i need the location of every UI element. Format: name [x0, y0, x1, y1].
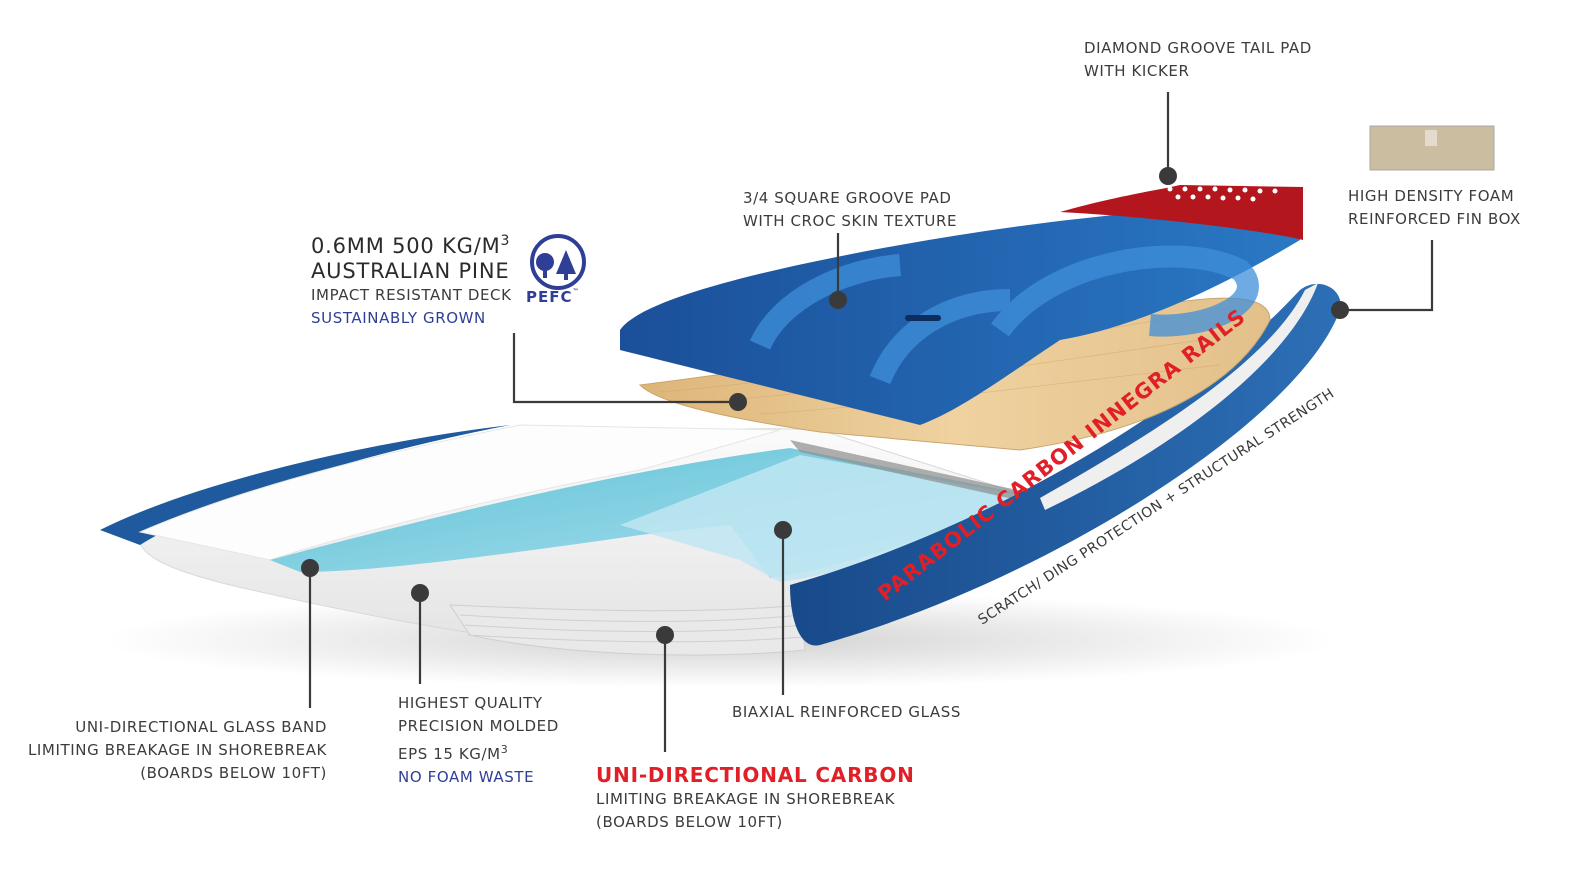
- groove-pad-line-2: WITH CROC SKIN TEXTURE: [743, 212, 958, 230]
- carbon-strip-lines: [459, 614, 805, 643]
- carbon-label: UNI-DIRECTIONAL CARBON LIMITING BREAKAGE…: [596, 762, 915, 834]
- leader-dots: [301, 167, 1349, 644]
- tail-pad-diamonds: [1167, 186, 1278, 202]
- parabolic-rail: [790, 283, 1341, 646]
- pine-material: AUSTRALIAN PINE: [311, 259, 510, 283]
- pefc-logo: [530, 227, 593, 290]
- pefc-wordmark: PEFC™: [526, 288, 580, 306]
- tail-pad-line-1: DIAMOND GROOVE TAIL PAD: [1084, 39, 1312, 57]
- carbon-line-1: LIMITING BREAKAGE IN SHOREBREAK: [596, 790, 896, 808]
- pine-deck-label: 0.6MM 500 KG/M3 AUSTRALIAN PINE IMPACT R…: [311, 229, 512, 330]
- rail-inner-foam: [1040, 283, 1318, 510]
- glass-band-line-3: (BOARDS BELOW 10FT): [140, 764, 327, 782]
- fin-box-slot: [1425, 130, 1437, 146]
- tail-pad: [1060, 185, 1303, 240]
- glass-band-line-1: UNI-DIRECTIONAL GLASS BAND: [75, 718, 327, 736]
- pine-sustainable: SUSTAINABLY GROWN: [311, 309, 486, 327]
- eps-line-2: PRECISION MOLDED: [398, 717, 559, 735]
- leader-lines: [308, 92, 1434, 752]
- tail-pad-line-2: WITH KICKER: [1084, 62, 1190, 80]
- deck-plug: [905, 315, 941, 321]
- carbon-line-2: (BOARDS BELOW 10FT): [596, 813, 783, 831]
- fin-box-line-1: HIGH DENSITY FOAM: [1348, 187, 1515, 205]
- biaxial-glass-label: BIAXIAL REINFORCED GLASS: [732, 701, 961, 724]
- eps-line-1: HIGHEST QUALITY: [398, 694, 543, 712]
- tail-pad-label: DIAMOND GROOVE TAIL PAD WITH KICKER: [1084, 37, 1312, 83]
- pine-feature: IMPACT RESISTANT DECK: [311, 286, 512, 304]
- fin-box-label: HIGH DENSITY FOAM REINFORCED FIN BOX: [1348, 185, 1521, 231]
- groove-pad-label: 3/4 SQUARE GROOVE PAD WITH CROC SKIN TEX…: [743, 187, 957, 233]
- nose-deck: [138, 424, 781, 561]
- biaxial-line: BIAXIAL REINFORCED GLASS: [732, 703, 962, 721]
- deck-channel: [790, 440, 1040, 505]
- glass-band-line-2: LIMITING BREAKAGE IN SHOREBREAK: [27, 741, 327, 759]
- pine-density: 0.6MM 500 KG/M3: [311, 233, 511, 258]
- eps-accent: NO FOAM WASTE: [398, 768, 535, 786]
- carbon-title: UNI-DIRECTIONAL CARBON: [596, 763, 915, 787]
- eps-core-label: HIGHEST QUALITY PRECISION MOLDED EPS 15 …: [398, 692, 559, 789]
- biaxial-glass-layer: [620, 455, 1030, 582]
- eps-line-3: EPS 15 KG/M3: [398, 743, 509, 763]
- carbon-strip: [449, 604, 806, 656]
- nose-rail: [100, 425, 510, 545]
- groove-pad-line-1: 3/4 SQUARE GROOVE PAD: [743, 189, 952, 207]
- fin-box-line-2: REINFORCED FIN BOX: [1348, 210, 1521, 228]
- glass-band-label: UNI-DIRECTIONAL GLASS BAND LIMITING BREA…: [28, 716, 327, 785]
- deck-logo-graphic: [749, 245, 1259, 385]
